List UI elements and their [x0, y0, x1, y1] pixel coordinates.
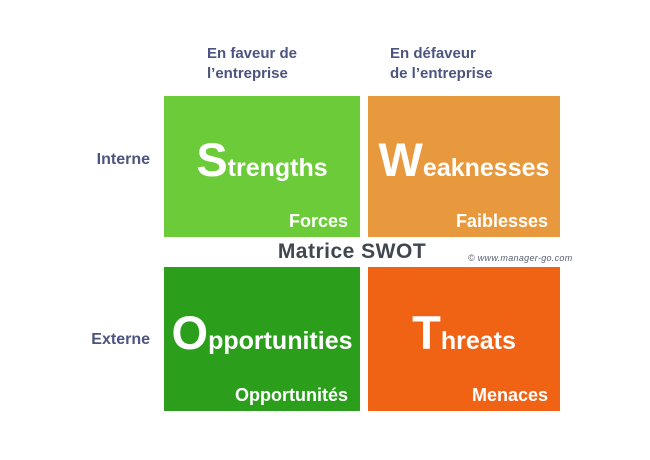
weaknesses-caption-french: Faiblesses [455, 211, 548, 231]
row-label-internal: Interne [96, 151, 150, 168]
threats-rest: hreats [440, 326, 516, 355]
threats-label: Threats [412, 309, 516, 356]
opportunities-initial: O [171, 305, 209, 359]
strengths-label: Strengths [196, 136, 327, 183]
weaknesses-label: Weaknesses [379, 136, 550, 183]
quadrant-opportunities: Opportunities Opportunités [164, 267, 360, 411]
column-label-favorable: En faveur de l’entreprise [207, 45, 298, 82]
strengths-rest: trengths [227, 154, 328, 182]
weaknesses-initial: W [378, 133, 423, 186]
strengths-caption-french: Forces [288, 211, 348, 231]
column-label-unfavorable: En défaveur de l’entreprise [390, 45, 493, 82]
weaknesses-rest: eaknesses [422, 154, 550, 182]
opportunities-label: Opportunities [172, 309, 353, 356]
quadrant-strengths: Strengths Forces [164, 96, 360, 237]
copyright-credit: © www.manager-go.com [468, 253, 573, 263]
quadrant-threats: Threats Menaces [368, 267, 560, 411]
strengths-initial: S [196, 133, 228, 186]
diagram-title: Matrice SWOT [277, 240, 427, 263]
threats-initial: T [412, 305, 441, 359]
row-label-external: Externe [91, 331, 150, 348]
opportunities-rest: pportunities [208, 326, 353, 355]
threats-caption-french: Menaces [471, 385, 548, 405]
opportunities-caption-french: Opportunités [235, 385, 348, 405]
quadrant-weaknesses: Weaknesses Faiblesses [368, 96, 560, 237]
